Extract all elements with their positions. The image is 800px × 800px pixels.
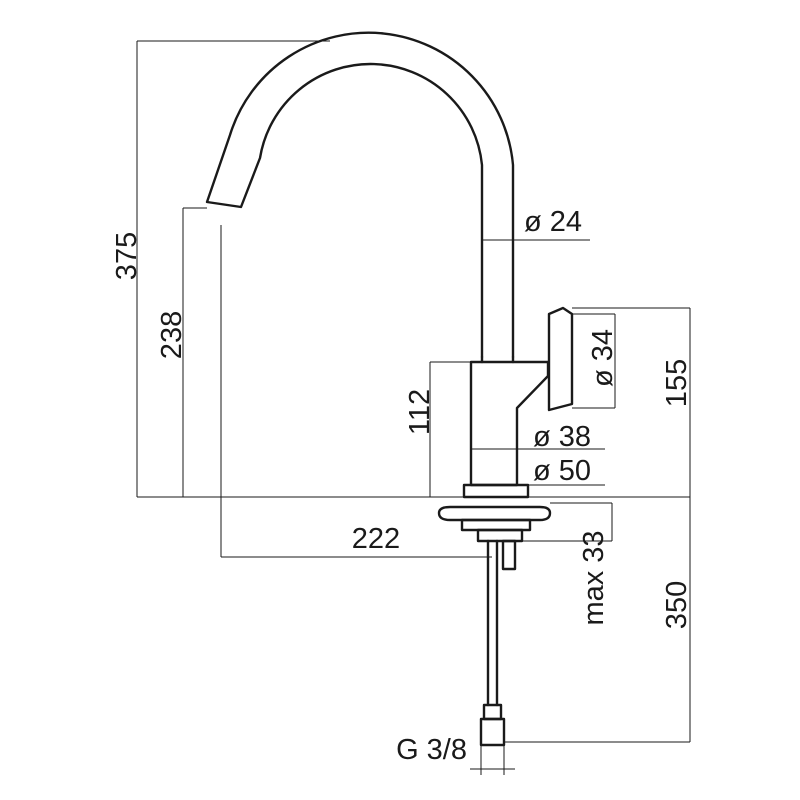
base-diameter-label: ø 50 — [533, 455, 591, 487]
threaded-stud — [501, 539, 517, 571]
handle-height-label: 155 — [661, 359, 693, 407]
handle-diameter-label: ø 34 — [587, 329, 619, 387]
spout-tube — [205, 31, 515, 359]
spout-diameter-label: ø 24 — [524, 206, 582, 238]
spout-reach-label: 222 — [352, 523, 400, 555]
hose-ferrule — [482, 703, 503, 721]
faucet-outline — [205, 31, 574, 747]
max-deck-label: max 33 — [578, 530, 610, 625]
total-height-label: 375 — [111, 232, 143, 280]
mounting-plate — [460, 518, 532, 532]
mounting-nut — [476, 528, 524, 543]
spout-height-label: 238 — [156, 311, 188, 359]
lever-handle — [547, 306, 574, 412]
body-diameter-label: ø 38 — [533, 421, 591, 453]
mounting-washer — [437, 505, 552, 522]
hose-length-label: 350 — [661, 581, 693, 629]
base-ring — [462, 483, 530, 499]
dimension-lines — [136, 40, 691, 775]
body-height-label: 112 — [404, 389, 436, 435]
hose-nut — [479, 717, 506, 747]
connection-thread-label: G 3/8 — [396, 734, 467, 766]
